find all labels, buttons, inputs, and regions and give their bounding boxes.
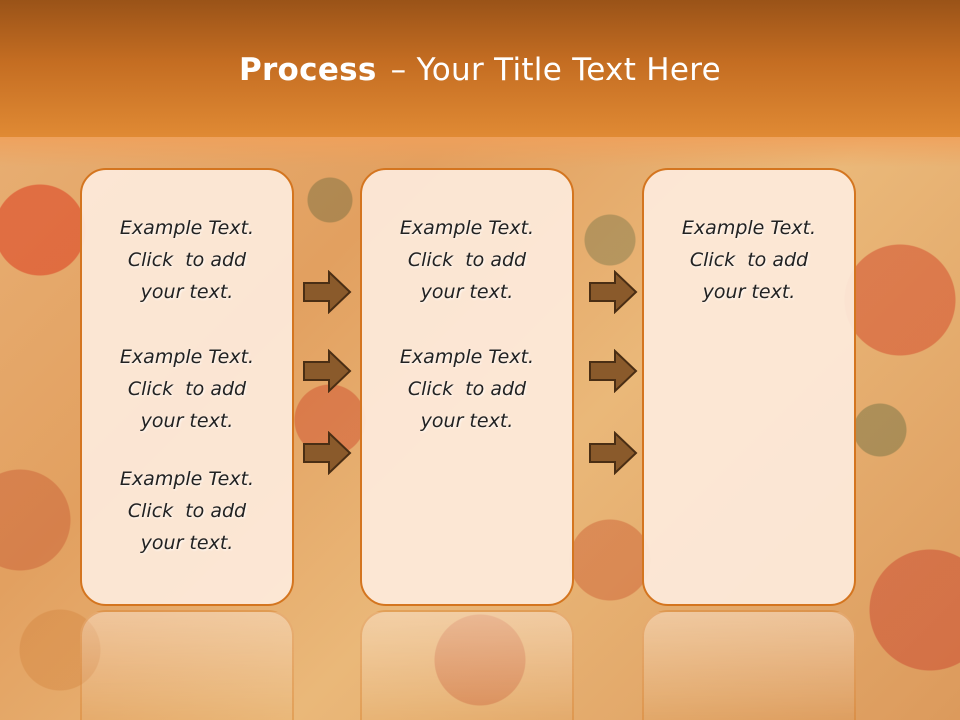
- text-line: Example Text.: [119, 468, 255, 490]
- text-block[interactable]: Example Text. Click to add your text.: [82, 341, 292, 437]
- text-line: your text.: [420, 410, 514, 432]
- text-block[interactable]: Example Text. Click to add your text.: [362, 212, 572, 308]
- text-block[interactable]: Example Text. Click to add your text.: [362, 341, 572, 437]
- text-line: Example Text.: [119, 346, 255, 368]
- right-arrow-icon[interactable]: [302, 431, 352, 475]
- text-line: Example Text.: [681, 217, 817, 239]
- right-arrow-icon[interactable]: [302, 270, 352, 314]
- text-line: Click to add: [127, 378, 247, 400]
- right-arrow-icon[interactable]: [302, 349, 352, 393]
- text-line: your text.: [702, 281, 796, 303]
- text-block[interactable]: Example Text. Click to add your text.: [644, 212, 854, 308]
- text-line: your text.: [420, 281, 514, 303]
- process-box-2[interactable]: Example Text. Click to add your text. Ex…: [360, 168, 574, 606]
- text-line: Example Text.: [399, 217, 535, 239]
- process-box-1[interactable]: Example Text. Click to add your text. Ex…: [80, 168, 294, 606]
- text-line: Example Text.: [119, 217, 255, 239]
- slide-title[interactable]: Process – Your Title Text Here: [0, 52, 960, 88]
- title-strip: [0, 137, 960, 167]
- process-box-3[interactable]: Example Text. Click to add your text.: [642, 168, 856, 606]
- right-arrow-icon[interactable]: [588, 431, 638, 475]
- title-bold: Process: [238, 52, 377, 88]
- text-line: your text.: [140, 410, 234, 432]
- text-line: your text.: [140, 281, 234, 303]
- text-line: Click to add: [689, 249, 809, 271]
- text-block[interactable]: Example Text. Click to add your text.: [82, 463, 292, 559]
- box-reflection: [642, 610, 856, 720]
- text-line: Click to add: [127, 249, 247, 271]
- text-line: Example Text.: [399, 346, 535, 368]
- box-reflection: [360, 610, 574, 720]
- text-line: Click to add: [407, 249, 527, 271]
- text-line: your text.: [140, 532, 234, 554]
- text-line: Click to add: [407, 378, 527, 400]
- title-bar: [0, 0, 960, 137]
- title-rest: – Your Title Text Here: [390, 52, 722, 88]
- right-arrow-icon[interactable]: [588, 349, 638, 393]
- right-arrow-icon[interactable]: [588, 270, 638, 314]
- box-reflection: [80, 610, 294, 720]
- text-block[interactable]: Example Text. Click to add your text.: [82, 212, 292, 308]
- text-line: Click to add: [127, 500, 247, 522]
